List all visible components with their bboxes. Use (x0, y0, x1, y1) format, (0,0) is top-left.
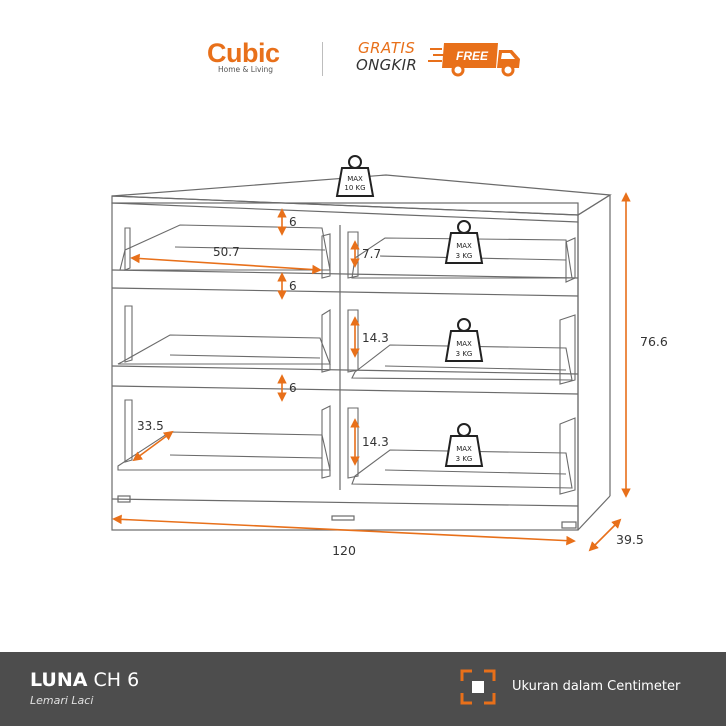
dim-gap-mid2: 6 (289, 381, 297, 395)
dim-width: 120 (332, 543, 356, 558)
brand-tagline: Home & Living (218, 65, 274, 74)
dresser-diagram: MAX 10 KG MAX 3 KG MAX 3 KG MAX 3 KG 120… (111, 155, 668, 558)
weight-drawer1-line1: MAX (456, 242, 472, 250)
footer-bar: LUNA CH 6 Lemari Laci Ukuran dalam Centi… (0, 652, 726, 726)
dim-gap-mid1: 6 (289, 279, 297, 293)
weight-icon-drawer-1: MAX 3 KG (444, 220, 484, 264)
promo-line-1: GRATIS (358, 39, 416, 57)
dim-drawer-height-mid: 14.3 (362, 331, 389, 345)
weight-icon-top: MAX 10 KG (335, 155, 375, 197)
measure-frame-icon (460, 669, 496, 705)
dim-drawer-depth: 33.5 (137, 419, 164, 433)
header-divider (322, 42, 323, 76)
promo-line-2: ONGKIR (356, 56, 418, 74)
weight-top-line2: 10 KG (344, 184, 365, 192)
dim-depth: 39.5 (616, 532, 644, 547)
free-shipping-truck-icon: FREE (428, 43, 520, 77)
weight-drawer1-line2: 3 KG (456, 252, 473, 260)
dimension-arrows (112, 192, 631, 552)
product-title: LUNA CH 6 (30, 669, 139, 691)
product-model: CH 6 (93, 669, 140, 691)
weight-icon-drawer-2: MAX 3 KG (444, 318, 484, 362)
brand-logo: Cubic Home & Living (207, 38, 292, 78)
weight-drawer3-line1: MAX (456, 445, 472, 453)
truck-label: FREE (456, 49, 489, 63)
weight-top-line1: MAX (347, 175, 363, 183)
product-name: LUNA (30, 669, 88, 691)
weight-drawer3-line2: 3 KG (456, 455, 473, 463)
dim-height: 76.6 (640, 334, 668, 349)
weight-icon-drawer-3: MAX 3 KG (444, 423, 484, 467)
weight-drawer2-line2: 3 KG (456, 350, 473, 358)
dim-drawer-width: 50.7 (213, 245, 240, 259)
cabinet-body (111, 174, 612, 531)
dim-drawer-height-bottom: 14.3 (362, 435, 389, 449)
product-type: Lemari Laci (30, 694, 94, 707)
measure-note: Ukuran dalam Centimeter (512, 679, 681, 694)
weight-drawer2-line1: MAX (456, 340, 472, 348)
brand-name: Cubic (207, 38, 280, 68)
drawers (117, 224, 576, 495)
dim-drawer-height-top: 7.7 (362, 247, 381, 261)
dim-gap-top: 6 (289, 215, 297, 229)
header: Cubic Home & Living GRATIS ONGKIR FREE (0, 0, 726, 110)
